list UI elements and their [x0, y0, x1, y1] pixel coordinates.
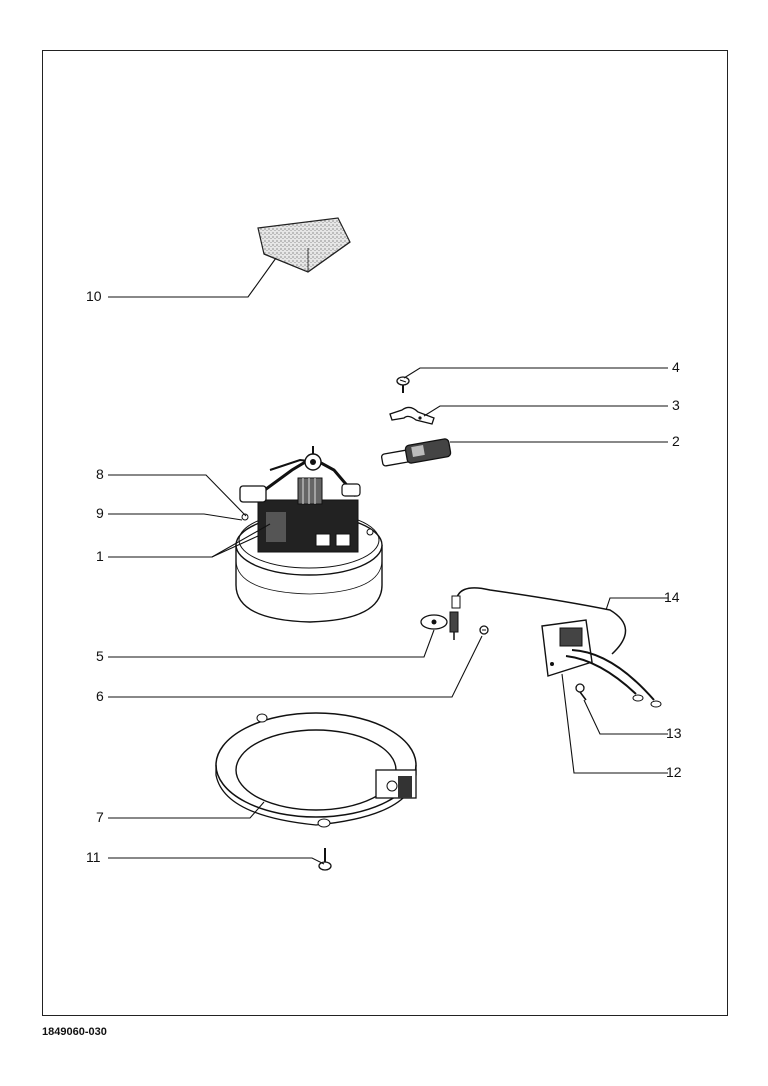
leader-14	[605, 597, 668, 611]
leader-lines	[108, 257, 668, 865]
leader-13	[583, 699, 668, 735]
part-1-motor	[235, 446, 383, 623]
part-14-wire	[451, 587, 627, 655]
leader-7	[108, 801, 265, 819]
leader-6	[108, 635, 483, 698]
label-10: 10	[86, 288, 102, 304]
label-7: 7	[96, 809, 104, 825]
label-3: 3	[672, 397, 680, 413]
leader-4	[403, 367, 668, 379]
label-6: 6	[96, 688, 104, 704]
document-number: 1849060-030	[42, 1026, 107, 1038]
part-5-bracket	[420, 611, 459, 640]
label-1: 1	[96, 548, 104, 564]
label-2: 2	[672, 433, 680, 449]
part-2-brush-holder	[380, 438, 452, 467]
label-12: 12	[666, 764, 682, 780]
part-10-filter-block	[257, 217, 351, 273]
label-14: 14	[664, 589, 680, 605]
leader-1b	[211, 523, 271, 558]
leader-9	[108, 513, 243, 521]
label-4: 4	[672, 359, 680, 375]
part-12-suppressor-board	[541, 619, 662, 708]
part-4-screw	[396, 376, 410, 393]
leader-10	[108, 257, 277, 298]
label-11: 11	[86, 849, 101, 865]
part-11-screw	[318, 848, 332, 871]
label-9: 9	[96, 505, 104, 521]
leader-8	[108, 474, 247, 517]
leader-11	[108, 857, 325, 865]
drawing-frame	[42, 50, 728, 1016]
leader-5	[108, 629, 435, 658]
leader-12	[561, 673, 668, 774]
leader-3	[423, 405, 668, 417]
label-8: 8	[96, 466, 104, 482]
part-13-screw	[575, 683, 587, 701]
part-7-mounting-ring	[215, 712, 417, 828]
label-5: 5	[96, 648, 104, 664]
part-3-clamp	[389, 406, 435, 425]
part-6-screw	[479, 625, 489, 635]
label-13: 13	[666, 725, 682, 741]
